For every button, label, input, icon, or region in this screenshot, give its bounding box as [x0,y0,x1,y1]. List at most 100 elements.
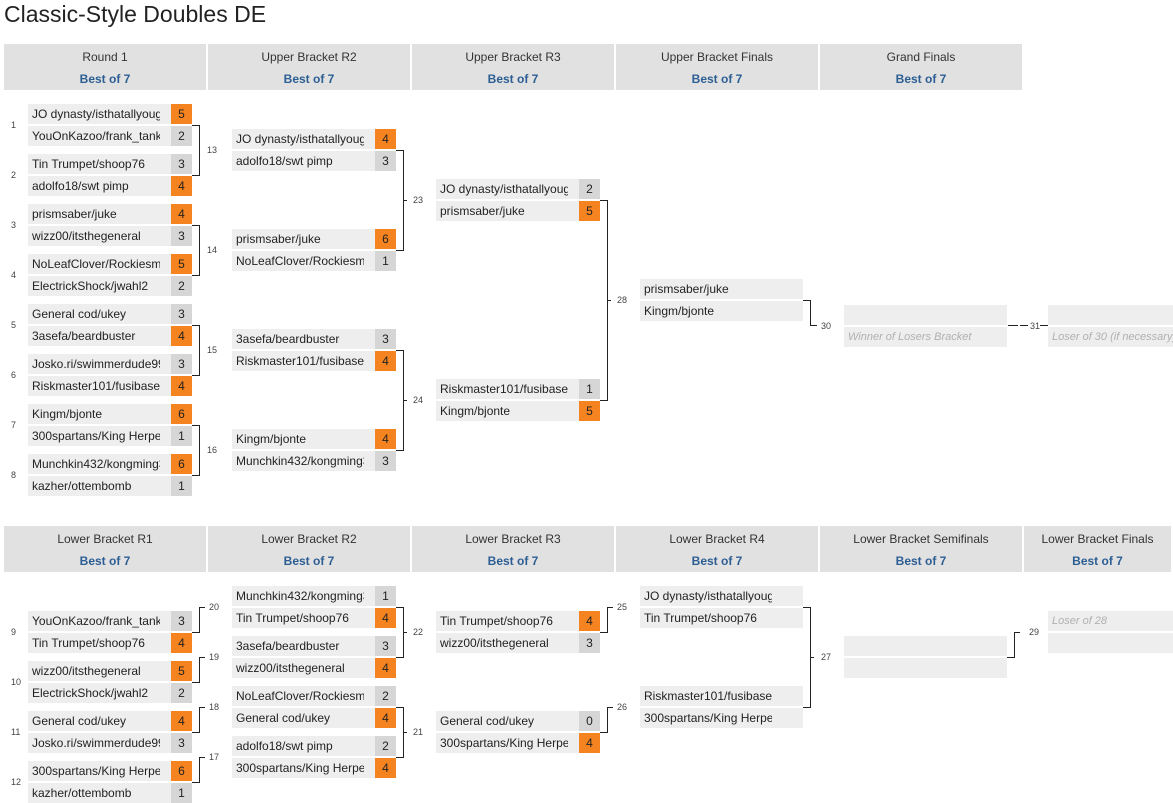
team-slot[interactable]: prismsaber/juke [640,279,803,299]
bracket-line [607,707,613,708]
bracket-line [396,757,403,758]
match-number: 2 [11,170,17,180]
team-slot[interactable]: Tin Trumpet/shoop76 4 [436,611,600,631]
match-number: 7 [11,420,17,430]
bracket-line [396,150,403,151]
team-slot[interactable]: Winner of Losers Bracket [844,327,1007,347]
match-number: 24 [413,395,424,405]
team-slot[interactable]: Riskmaster101/fusibaseball1 [436,379,600,399]
bracket-line [192,175,199,176]
team-slot[interactable]: NoLeafClover/Rockiesmaniac2 [232,686,396,706]
best-of-label: Best of 7 [691,72,743,86]
match-number: 25 [617,602,628,612]
score-box: 5 [171,661,192,681]
match-number: 4 [11,270,17,280]
team-name: Josko.ri/swimmerdude99 [32,357,160,371]
team-slot[interactable]: Loser of 28 [1048,611,1173,631]
page-title: Classic-Style Doubles DE [4,1,267,27]
team-slot[interactable]: Loser of 30 (if necessary) [1048,327,1173,347]
team-name: Tin Trumpet/shoop76 [440,614,553,628]
team-name: 300spartans/King Herpes [644,711,772,725]
team-slot[interactable] [1048,633,1173,653]
round-name: Lower Bracket R2 [261,532,357,546]
team-slot[interactable]: JO dynasty/isthatallyougot [640,586,803,606]
round-name: Lower Bracket R1 [57,532,153,546]
team-slot[interactable]: NoLeafClover/Rockiesmaniac5 [28,254,192,274]
team-slot[interactable]: Riskmaster101/fusibaseball4 [28,376,192,396]
team-name: Tin Trumpet/shoop76 [236,611,349,625]
team-name: 300spartans/King Herpes [32,764,160,778]
bracket-line [803,607,810,608]
team-slot[interactable]: Riskmaster101/fusibaseball4 [232,351,396,371]
match-number: 6 [11,370,17,380]
score-box: 1 [579,379,600,399]
best-of-label: Best of 7 [79,554,131,568]
team-slot[interactable] [844,305,1007,325]
team-slot[interactable]: Tin Trumpet/shoop76 [640,608,803,628]
match-number: 8 [11,470,17,480]
match-number: 5 [11,320,17,330]
score-box: 3 [375,151,396,171]
match-number: 10 [11,677,22,687]
team-slot[interactable]: Riskmaster101/fusibaseball [640,686,803,706]
score-box: 4 [579,611,600,631]
team-name: Kingm/bjonte [32,407,103,421]
team-slot[interactable] [844,658,1007,678]
score-box: 3 [171,304,192,324]
team-name: Munchkin432/kongming3 [32,457,160,471]
bracket-line [803,300,810,301]
team-name: Josko.ri/swimmerdude99 [32,736,160,750]
team-name: Tin Trumpet/shoop76 [32,157,145,171]
team-slot[interactable] [844,636,1007,656]
match-number: 14 [207,245,218,255]
team-slot[interactable]: NoLeafClover/Rockiesmaniac1 [232,251,396,271]
bracket-line [1008,325,1018,326]
team-slot[interactable]: Kingm/bjonte [640,301,803,321]
team-slot[interactable] [1048,305,1173,325]
bracket-line [396,607,403,608]
team-slot[interactable]: 300spartans/King Herpes [640,708,803,728]
